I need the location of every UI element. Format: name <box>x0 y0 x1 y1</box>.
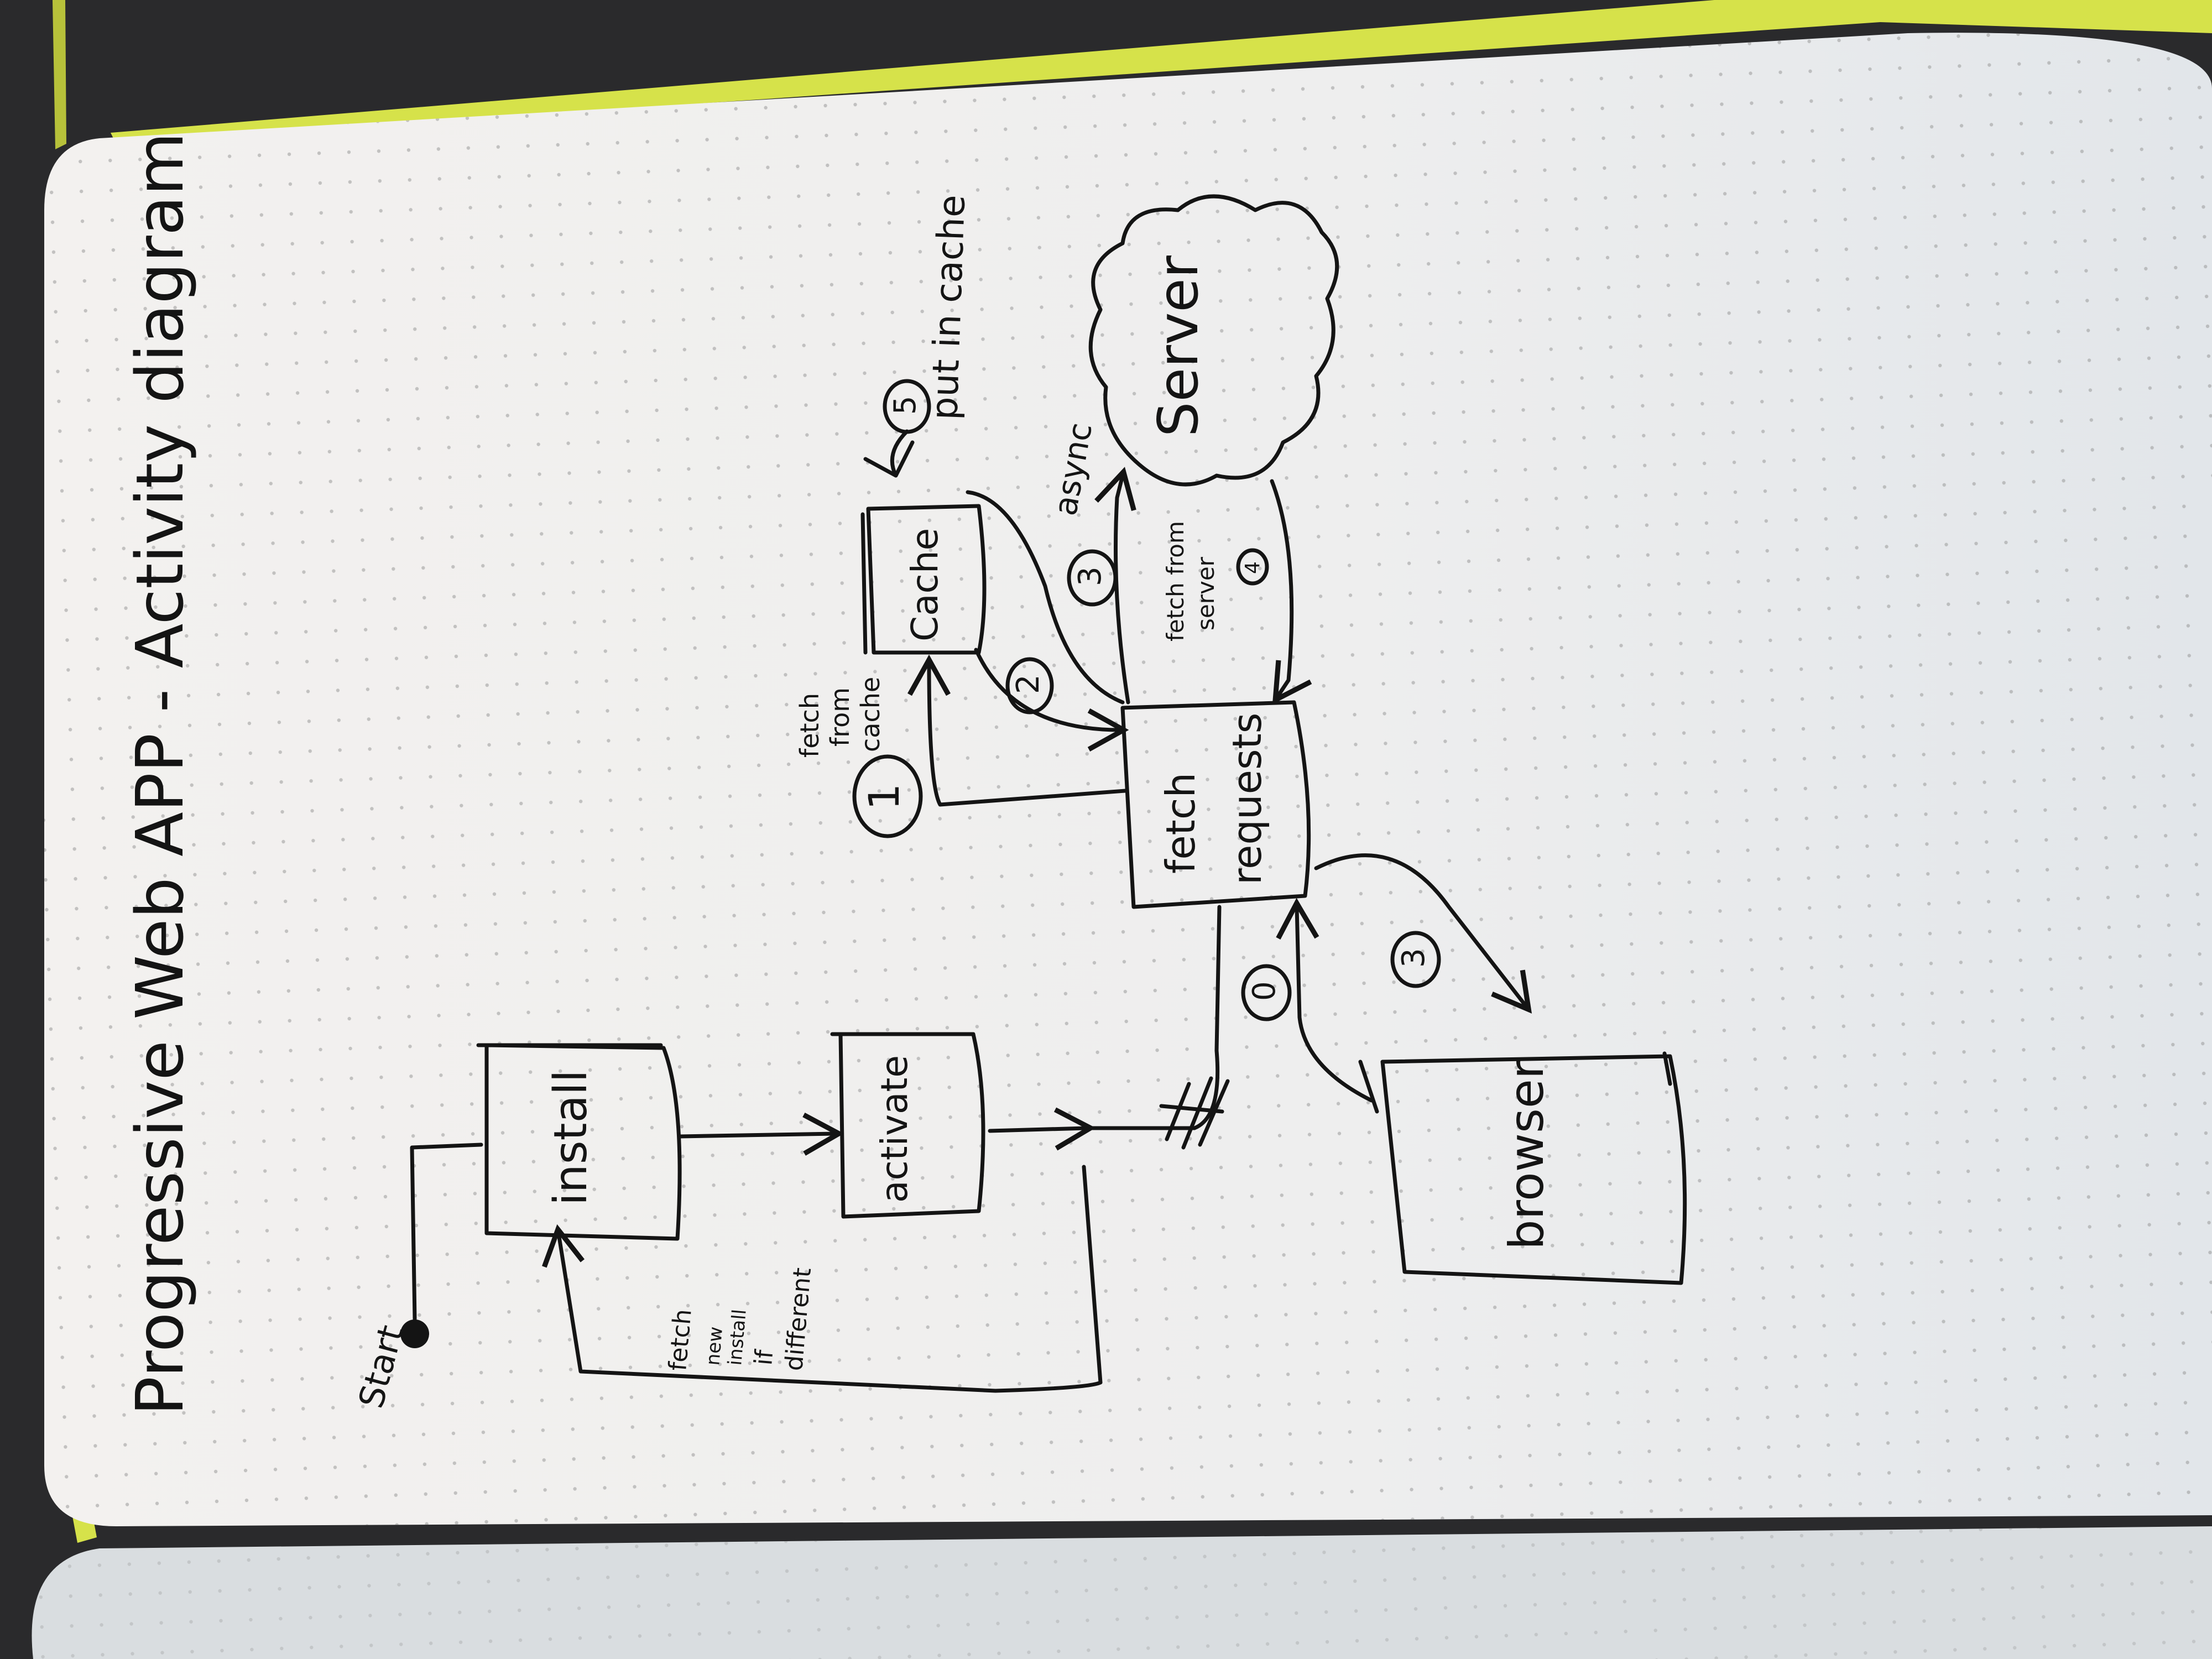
svg-text:from: from <box>825 687 855 747</box>
yellow-bookmark-ribbon <box>53 0 66 149</box>
install-label: install <box>545 1070 597 1206</box>
step-1-number: 1 <box>859 784 909 810</box>
update-loop-edge <box>542 1165 1103 1393</box>
server-label: Server <box>1146 255 1211 437</box>
merge-to-fetch-edge <box>1090 905 1222 1130</box>
fetch-from-cache-note: fetch from cache <box>795 677 885 758</box>
put-in-cache-edge <box>863 429 915 478</box>
step-0-badge <box>1241 964 1292 1021</box>
svg-text:fetch: fetch <box>1157 773 1204 874</box>
fetch-to-server-edge <box>1094 467 1136 705</box>
svg-text:server: server <box>1192 556 1219 630</box>
step-5-badge <box>883 379 931 434</box>
browser-to-fetch-edge <box>1276 898 1374 1103</box>
activate-node <box>830 1032 985 1219</box>
svg-text:install: install <box>724 1308 751 1366</box>
activate-label: activate <box>873 1055 916 1203</box>
svg-text:fetch: fetch <box>795 693 825 758</box>
put-in-cache-label: put in cache <box>923 194 973 421</box>
fetch-requests-label: fetch requests <box>1157 713 1270 885</box>
fetch-to-browser-edge <box>1314 853 1532 1014</box>
activate-to-merge-edge <box>988 1107 1096 1151</box>
install-to-activate-edge <box>678 1112 844 1156</box>
svg-text:cache: cache <box>855 677 885 752</box>
merge-cross-marks <box>1159 1076 1230 1150</box>
svg-text:if: if <box>749 1348 779 1366</box>
step-0-number: 0 <box>1246 981 1282 1001</box>
fetch-to-cache-edge <box>907 654 1128 807</box>
browser-node <box>1358 1051 1687 1285</box>
step-3b-number: 3 <box>1396 948 1432 968</box>
step-2-number: 2 <box>1010 674 1046 694</box>
cache-label: Cache <box>904 528 946 641</box>
step-3a-number: 3 <box>1072 566 1108 586</box>
start-node <box>400 1319 429 1348</box>
step-4-badge <box>1236 548 1269 586</box>
browser-label: browser <box>1499 1059 1554 1250</box>
cache-node <box>860 504 987 655</box>
svg-text:fetch: fetch <box>664 1308 697 1372</box>
lower-page-dots <box>32 1526 2212 1659</box>
fetch-requests-node <box>1120 700 1311 909</box>
svg-text:requests: requests <box>1224 713 1270 885</box>
cache-to-fetch-edge <box>974 648 1129 752</box>
step-1-badge <box>852 754 923 838</box>
svg-text:new: new <box>702 1326 727 1366</box>
fetch-from-server-note: fetch from server <box>1162 521 1219 641</box>
step-2-badge <box>1005 657 1054 714</box>
step-4-number: 4 <box>1241 561 1264 574</box>
svg-text:fetch from: fetch from <box>1162 521 1189 641</box>
server-cloud <box>1088 194 1339 487</box>
step-3b-badge <box>1390 931 1441 988</box>
fetch-to-server-async-edge <box>966 490 1125 705</box>
start-to-install-edge <box>410 1142 483 1321</box>
step-5-number: 5 <box>888 396 922 415</box>
diagram-title: Progressive Web APP - Activity diagram <box>122 132 198 1416</box>
install-node <box>476 1043 682 1241</box>
server-to-fetch-edge <box>1270 479 1312 705</box>
